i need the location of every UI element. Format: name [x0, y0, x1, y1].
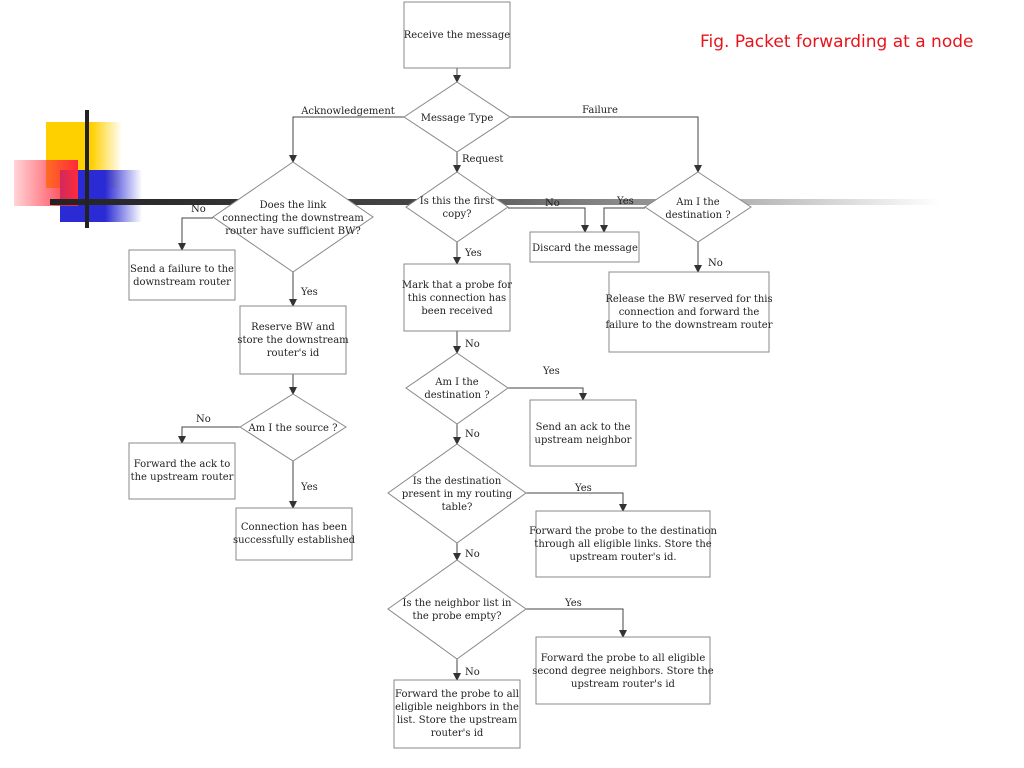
svg-text:Message Type: Message Type — [421, 113, 494, 124]
edge-label-request: Request — [462, 154, 503, 165]
edge-label-no: No — [465, 549, 480, 560]
edge-label-yes: Yes — [564, 598, 582, 609]
edge-label-no: No — [708, 258, 723, 269]
edge-label-no: No — [465, 667, 480, 678]
node-discard-message: Discard the message — [529, 231, 640, 263]
svg-text:Receive the message: Receive the message — [404, 30, 510, 41]
node-receive-message: Receive the message — [403, 1, 511, 69]
deco-vertical-bar — [85, 110, 89, 228]
edge-label-no: No — [545, 198, 560, 209]
page-title: Fig. Packet forwarding at a node — [700, 32, 974, 52]
edge-label-no: No — [191, 204, 206, 215]
edge-label-failure: Failure — [582, 105, 618, 116]
edge-label-no: No — [465, 429, 480, 440]
edge-label-yes: Yes — [574, 483, 592, 494]
edge-label-yes: Yes — [464, 248, 482, 259]
decision-message-type: Message Type — [403, 81, 511, 153]
svg-text:Forward the probe to the desti: Forward the probe to the destinationthro… — [529, 526, 717, 563]
svg-text:Discard the message: Discard the message — [532, 243, 638, 254]
edge-label-yes: Yes — [300, 482, 318, 493]
edge-label-yes: Yes — [300, 287, 318, 298]
decision-am-i-source: Am I the source ? — [239, 393, 347, 462]
connectors — [178, 68, 702, 681]
edge-label-no: No — [196, 414, 211, 425]
edge-label-yes: Yes — [542, 366, 560, 377]
deco-red-square — [14, 160, 78, 206]
edge-label-acknowledgement: Acknowledgement — [300, 106, 395, 117]
edge-label-yes: Yes — [616, 196, 634, 207]
svg-text:Release the BW reserved for th: Release the BW reserved for thisconnecti… — [605, 294, 772, 331]
edge-labels: Acknowledgement Failure Request No Yes N… — [191, 105, 723, 678]
edge-label-no: No — [465, 339, 480, 350]
svg-text:Forward the probe to all eligi: Forward the probe to all eligiblesecond … — [532, 653, 714, 690]
svg-text:Am I the source ?: Am I the source ? — [248, 423, 338, 434]
